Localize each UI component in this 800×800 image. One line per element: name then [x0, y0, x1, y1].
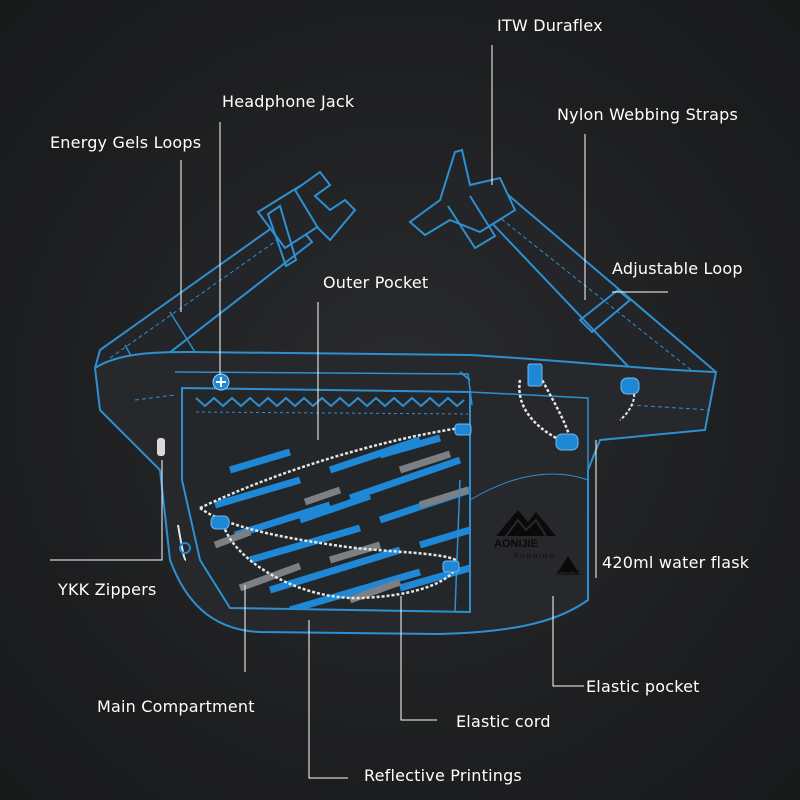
- label-itw-duraflex: ITW Duraflex: [497, 16, 603, 35]
- label-outer-pocket: Outer Pocket: [323, 273, 429, 292]
- brand-tagline: RUNNING: [514, 554, 556, 560]
- cord-toggles: [179, 363, 640, 573]
- label-reflective-printings: Reflective Printings: [364, 766, 522, 785]
- label-elastic-pocket: Elastic pocket: [586, 677, 700, 696]
- zipper-teeth: [195, 396, 465, 408]
- label-energy-gels-loops: Energy Gels Loops: [50, 133, 202, 152]
- label-adjustable-loop: Adjustable Loop: [612, 259, 743, 278]
- ykk-zipper-pulls: [157, 438, 165, 456]
- right-buckle: [408, 148, 517, 250]
- brand-name: AONIJIE: [494, 538, 539, 550]
- label-headphone-jack: Headphone Jack: [222, 92, 355, 111]
- brand-logo: [496, 510, 578, 572]
- label-nylon-webbing-straps: Nylon Webbing Straps: [557, 105, 739, 124]
- reflective-printings: [213, 434, 470, 612]
- headphone-jack: [212, 373, 230, 391]
- label-ykk-zippers: YKK Zippers: [58, 580, 157, 599]
- brand-small-name: AONIJIE: [556, 571, 581, 577]
- leader-lines: [50, 45, 668, 779]
- left-buckle: [256, 170, 357, 268]
- label-main-compartment: Main Compartment: [97, 697, 255, 716]
- flask-pocket: [454, 391, 589, 613]
- label-water-flask: 420ml water flask: [602, 553, 750, 572]
- elastic-cords: [177, 375, 636, 600]
- label-elastic-cord: Elastic cord: [456, 712, 551, 731]
